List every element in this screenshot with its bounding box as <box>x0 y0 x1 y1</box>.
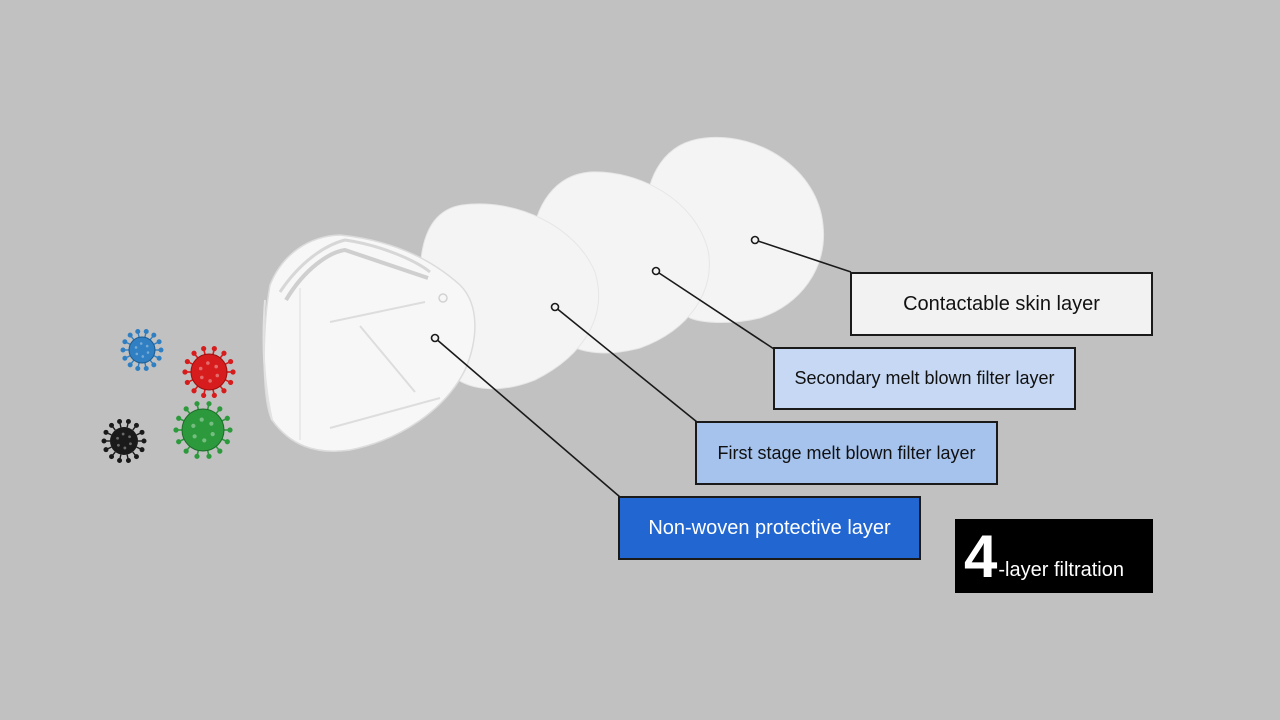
filtration-badge: 4 -layer filtration <box>955 519 1153 593</box>
label-secondary-melt-blown-layer: Secondary melt blown filter layer <box>773 347 1076 410</box>
badge-text: -layer filtration <box>998 559 1124 581</box>
leader-nonwoven <box>430 333 621 498</box>
virus-icon <box>101 419 147 463</box>
leader-first <box>550 302 698 423</box>
virus-icon <box>173 401 233 459</box>
leader-secondary <box>651 266 775 350</box>
badge-number: 4 <box>964 523 998 590</box>
label-non-woven-protective-layer: Non-woven protective layer <box>618 496 921 560</box>
leader-skin <box>750 235 852 273</box>
virus-icon <box>120 328 164 372</box>
virus-icon <box>182 346 236 398</box>
label-first-stage-melt-blown-layer: First stage melt blown filter layer <box>695 421 998 485</box>
mask-icon <box>262 234 476 452</box>
label-contactable-skin-layer: Contactable skin layer <box>850 272 1153 336</box>
